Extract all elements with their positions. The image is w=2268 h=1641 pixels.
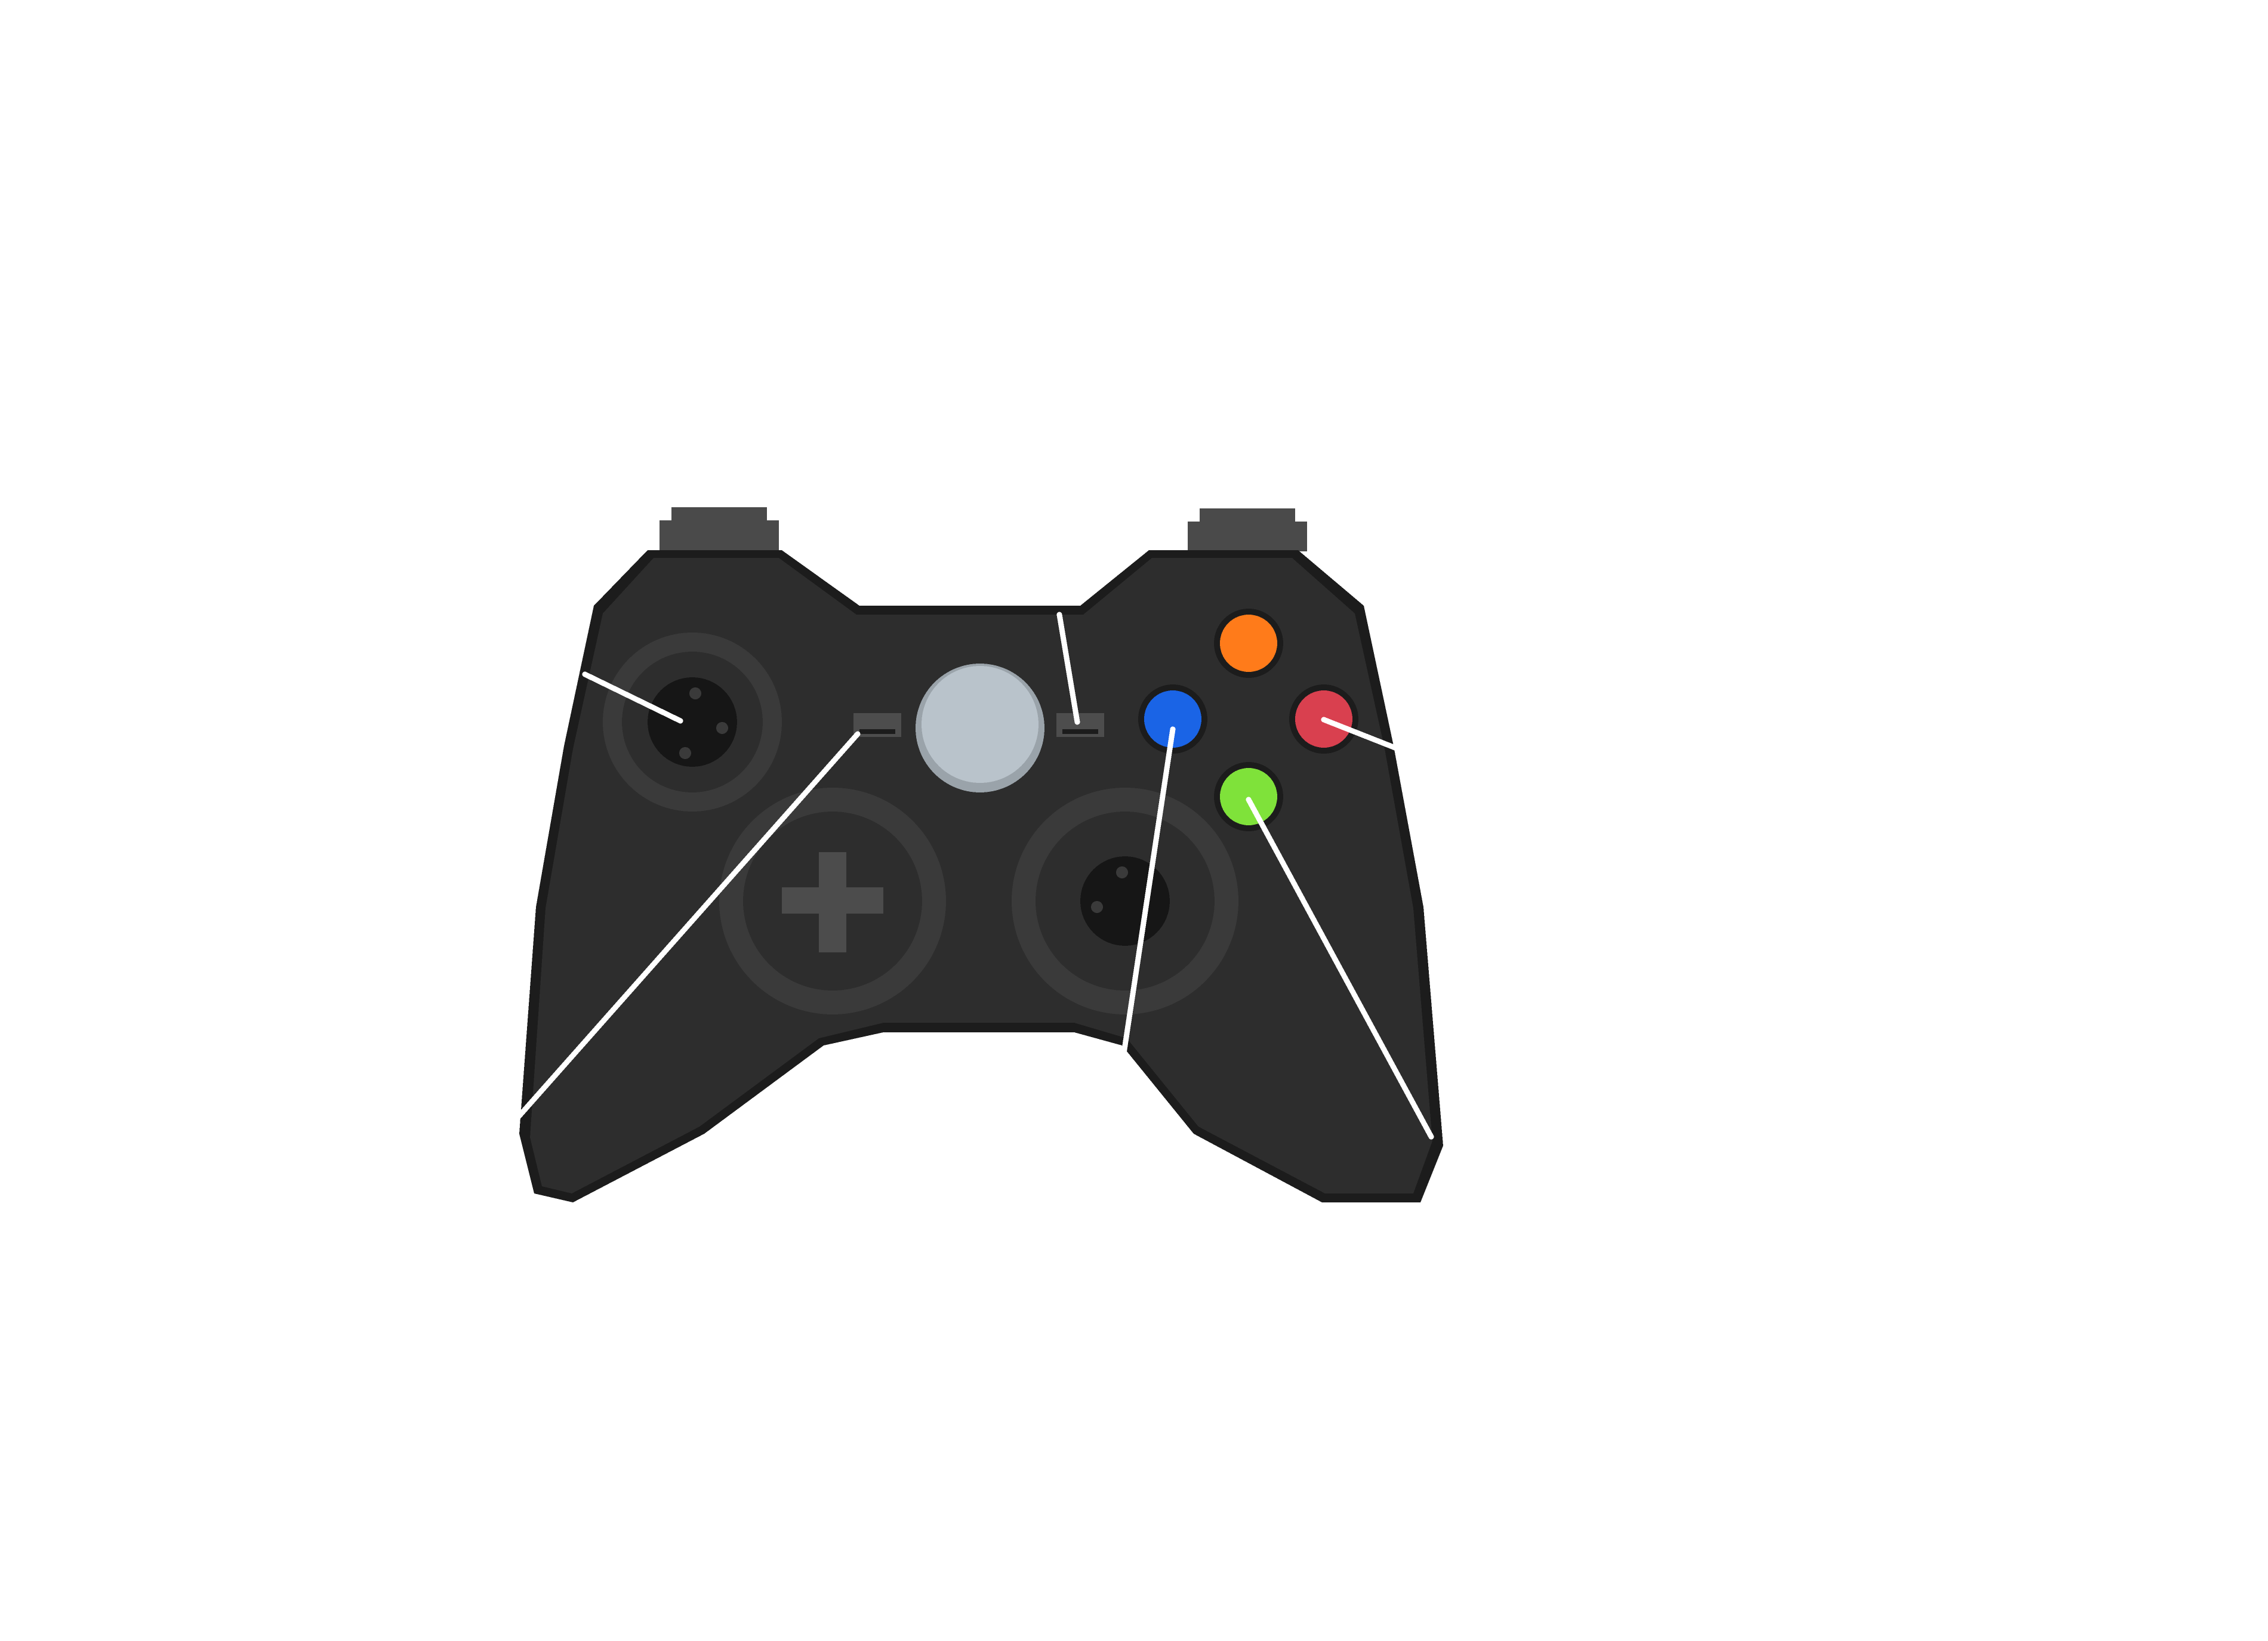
bumpers <box>660 507 1307 551</box>
right-bumper <box>1188 522 1307 551</box>
left-stick-dot <box>689 687 701 699</box>
back-button-highlight <box>859 729 895 734</box>
right-stick-dot-2 <box>1091 901 1103 913</box>
start-button-highlight <box>1062 729 1098 734</box>
callout-line <box>582 671 683 724</box>
left-button[interactable] <box>1144 690 1201 748</box>
top-button[interactable] <box>1220 615 1277 672</box>
left-bumper <box>660 520 779 550</box>
callout-line <box>516 731 861 1119</box>
left-stick-dot-3 <box>679 747 691 759</box>
dpad-left-right[interactable] <box>782 887 883 914</box>
callout-line <box>1119 726 1176 1068</box>
left-thumbstick-area <box>603 633 782 812</box>
center-buttons <box>853 664 1104 792</box>
bottom-button[interactable] <box>1220 768 1277 825</box>
callout-line <box>1321 717 1412 756</box>
callout-lines <box>516 612 1434 1140</box>
right-stick-cap[interactable] <box>1080 856 1170 946</box>
right-thumbstick-area <box>1012 788 1238 1014</box>
guide-button[interactable] <box>922 666 1039 783</box>
left-bumper-top <box>671 507 767 520</box>
right-stick-dot <box>1116 866 1128 878</box>
left-stick-cap[interactable] <box>648 677 737 767</box>
dpad-area <box>719 788 946 1014</box>
right-bumper-top <box>1200 508 1295 522</box>
left-stick-dot-2 <box>716 722 728 734</box>
callout-line <box>1246 797 1434 1140</box>
callout-line <box>1056 612 1080 725</box>
